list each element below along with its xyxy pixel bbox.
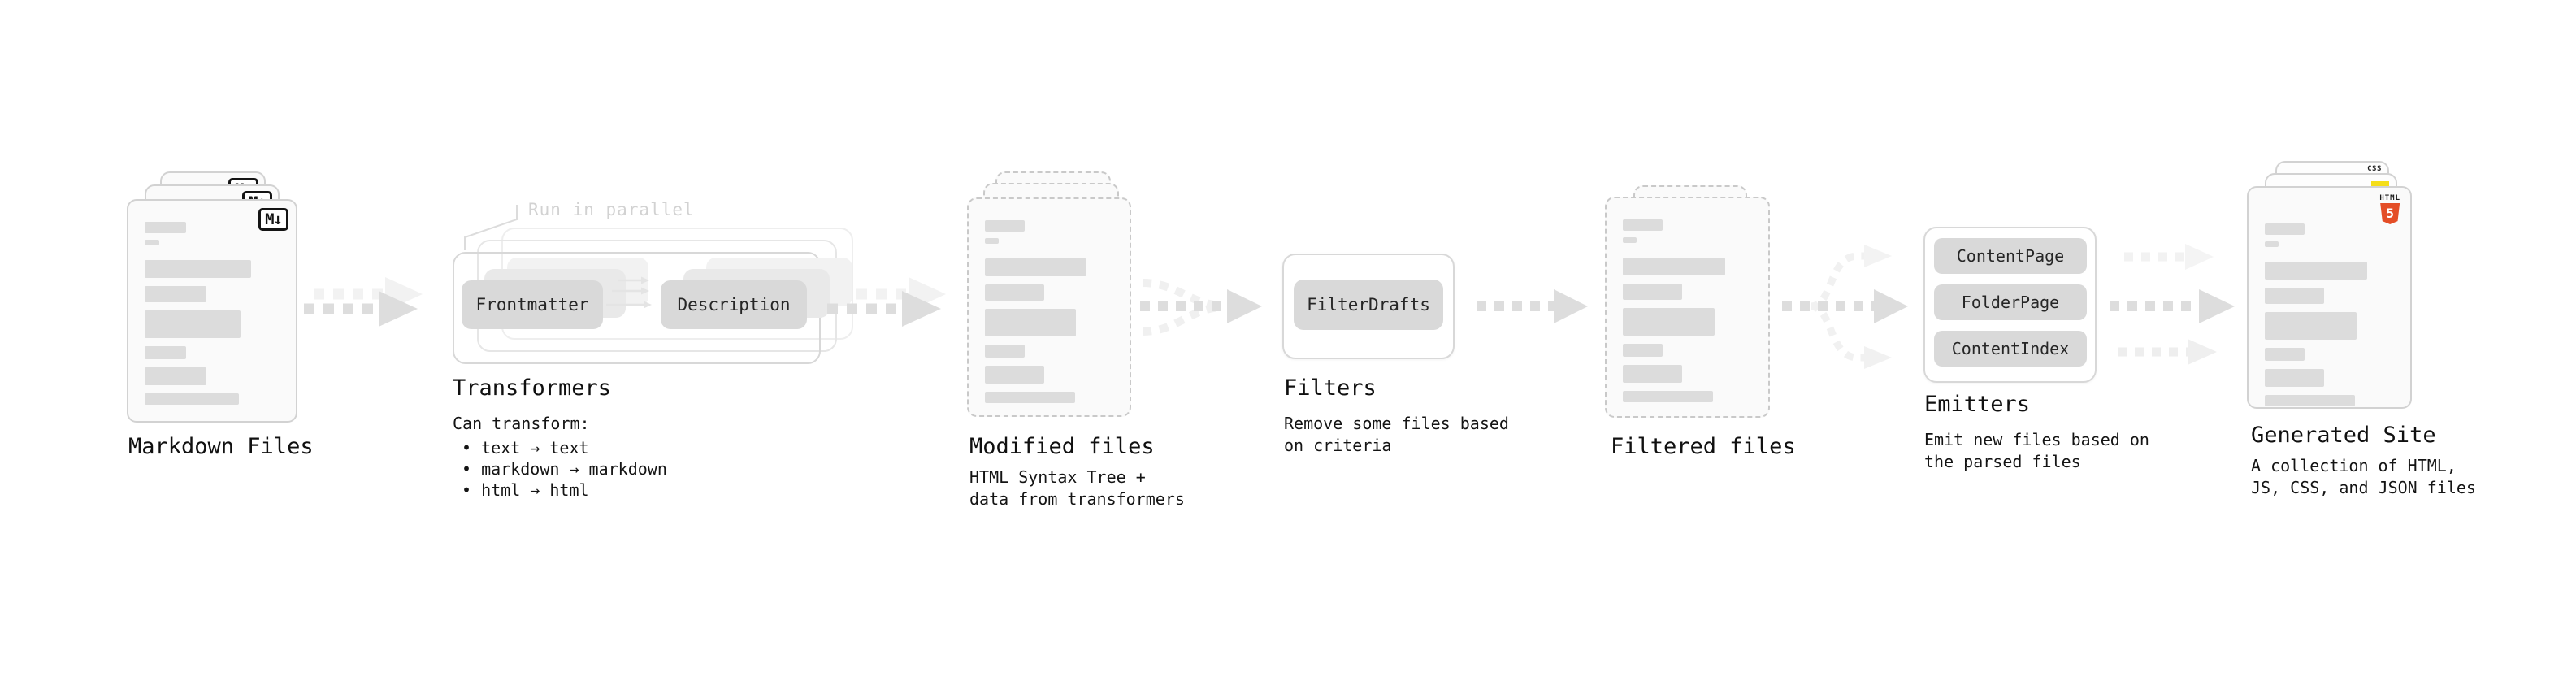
file-content-placeholder xyxy=(969,199,1130,415)
arrow-filters-to-filtered xyxy=(1477,289,1588,323)
text-line-bar xyxy=(2265,241,2279,247)
bullet-item: • text → text xyxy=(462,438,589,458)
html5-icon-number: 5 xyxy=(2386,206,2394,221)
text-line-bar xyxy=(985,258,1086,276)
text-line-bar xyxy=(1623,391,1714,402)
text-line-bar xyxy=(2265,395,2356,406)
site-file-card-html: HTML 5 xyxy=(2247,186,2412,409)
text-line-bar xyxy=(985,238,1000,244)
bullet-item: • html → html xyxy=(462,480,589,500)
run-in-parallel-annotation: Run in parallel xyxy=(528,200,695,219)
transformers-label: Transformers xyxy=(453,375,612,401)
emitters-note: Emit new files based on the parsed files xyxy=(1924,430,2149,471)
emitters-label: Emitters xyxy=(1924,392,2031,417)
emitter-pill-contentindex: ContentIndex xyxy=(1934,331,2087,367)
text-line-bar xyxy=(1623,344,1663,357)
emitter-pill-folderpage: FolderPage xyxy=(1934,284,2087,320)
text-line-bar xyxy=(985,366,1044,384)
arrow-markdown-to-transformers xyxy=(304,277,423,327)
text-line-bar xyxy=(985,345,1025,358)
arrow-emitters-to-site xyxy=(2110,244,2235,365)
filters-label: Filters xyxy=(1284,375,1377,401)
text-line-bar xyxy=(1623,284,1683,300)
text-line-bar xyxy=(145,310,241,338)
text-line-bar xyxy=(1623,258,1725,275)
modified-file-card xyxy=(967,197,1131,417)
text-line-bar xyxy=(985,392,1075,403)
arrow-modified-to-filters xyxy=(1140,279,1262,336)
css-icon-text: CSS xyxy=(2367,165,2382,173)
markdown-files-label: Markdown Files xyxy=(128,434,314,459)
transformers-note-title: Can transform: xyxy=(453,414,590,433)
text-line-bar xyxy=(1623,308,1715,336)
text-line-bar xyxy=(145,393,240,405)
text-line-bar xyxy=(1623,219,1663,231)
markdown-file-card: M↓ xyxy=(127,199,297,423)
text-line-bar xyxy=(2265,312,2357,340)
text-line-bar xyxy=(985,309,1077,336)
text-line-bar xyxy=(2265,262,2367,280)
modified-files-note: HTML Syntax Tree + data from transformer… xyxy=(969,467,1185,509)
text-line-bar xyxy=(145,346,187,359)
arrow-transformers-to-modified xyxy=(827,277,946,327)
text-line-bar xyxy=(2265,223,2305,235)
generated-site-note: A collection of HTML, JS, CSS, and JSON … xyxy=(2251,456,2476,497)
annotation-leader-line xyxy=(464,205,518,250)
text-line-bar xyxy=(145,286,207,302)
emitter-pill-contentpage: ContentPage xyxy=(1934,238,2087,274)
text-line-bar xyxy=(2265,288,2325,304)
markdown-icon: M↓ xyxy=(258,208,288,231)
text-line-bar xyxy=(145,367,207,385)
modified-files-label: Modified files xyxy=(969,434,1155,459)
filter-pill-filterdrafts: FilterDrafts xyxy=(1294,280,1443,330)
text-line-bar xyxy=(2265,348,2305,361)
file-content-placeholder xyxy=(1607,198,1768,416)
arrow-frontmatter-to-description xyxy=(606,276,652,309)
text-line-bar xyxy=(145,240,160,245)
file-content-placeholder xyxy=(2249,188,2410,407)
text-line-bar xyxy=(985,220,1025,232)
text-line-bar xyxy=(145,260,252,278)
bullet-item: • markdown → markdown xyxy=(462,459,667,479)
text-line-bar xyxy=(985,284,1044,301)
generated-site-label: Generated Site xyxy=(2251,423,2436,448)
text-line-bar xyxy=(145,222,187,233)
filtered-files-label: Filtered files xyxy=(1611,434,1796,459)
text-line-bar xyxy=(1623,237,1637,243)
html5-icon: HTML 5 xyxy=(2379,194,2400,224)
html5-icon-shield: 5 xyxy=(2380,203,2400,224)
transformer-pill-frontmatter: Frontmatter xyxy=(462,280,603,329)
file-content-placeholder xyxy=(128,201,296,421)
html5-icon-text: HTML xyxy=(2379,194,2400,202)
text-line-bar xyxy=(2265,369,2325,387)
filtered-file-card xyxy=(1605,197,1770,418)
text-line-bar xyxy=(1623,365,1683,383)
transformers-bullet-list: • text → text • markdown → markdown • ht… xyxy=(462,437,667,501)
transformer-pill-description: Description xyxy=(661,280,807,329)
arrow-filtered-to-emitters xyxy=(1782,245,1908,369)
filters-note: Remove some files based on criteria xyxy=(1284,414,1509,455)
